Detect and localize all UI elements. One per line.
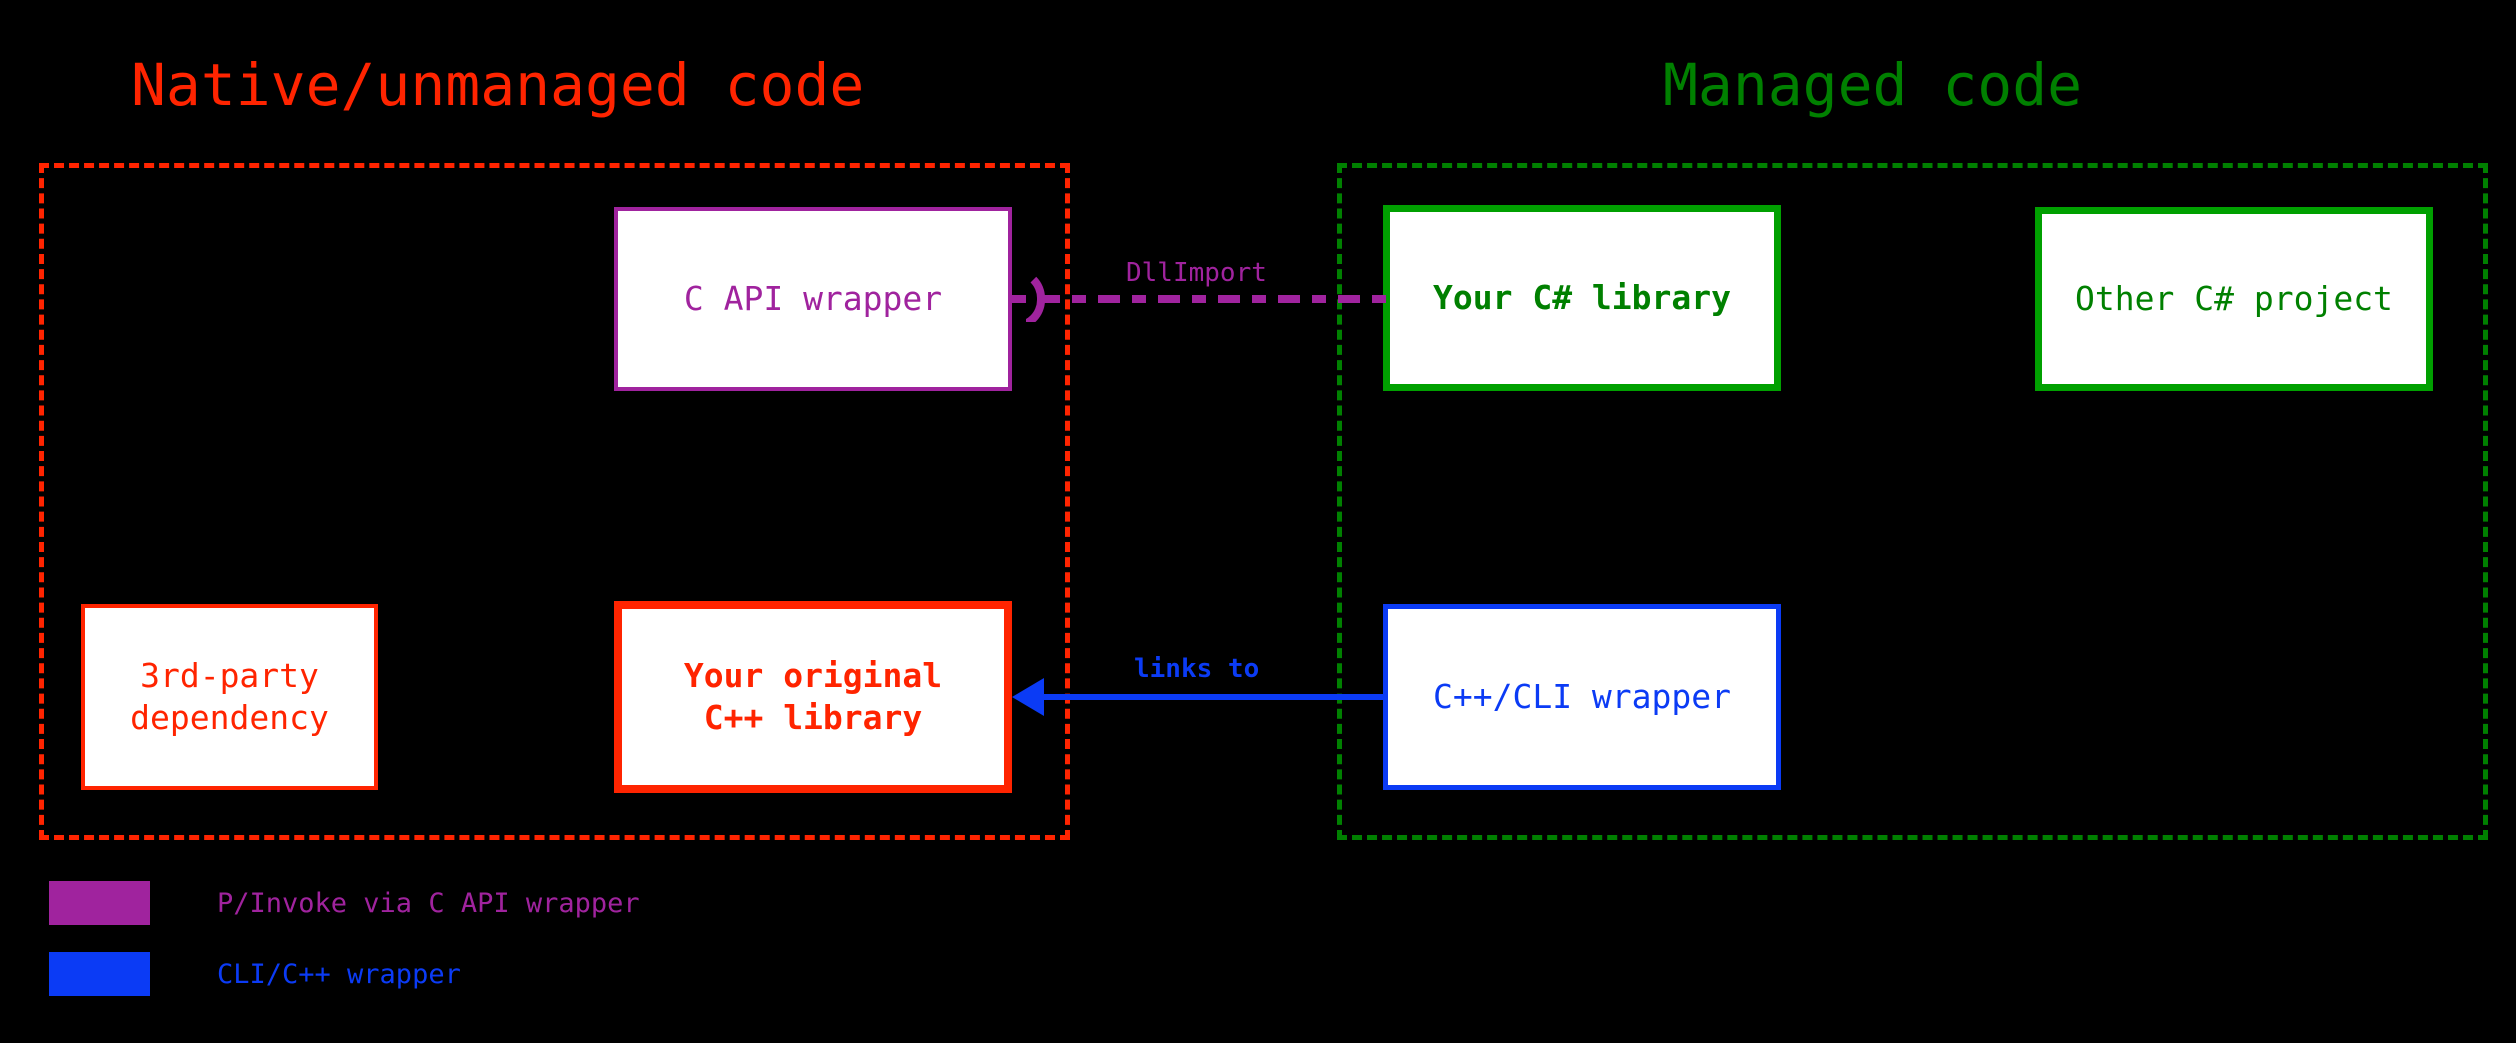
arrow-head-icon xyxy=(1012,678,1044,716)
legend-label-pinvoke: P/Invoke via C API wrapper xyxy=(217,887,640,919)
node-c-api-wrapper[interactable]: C API wrapper xyxy=(614,207,1012,391)
edge-dllimport-line xyxy=(1012,295,1387,303)
legend-item-pinvoke: P/Invoke via C API wrapper xyxy=(49,881,640,925)
region-native-unmanaged xyxy=(39,163,1070,840)
edge-label-dllimport: DllImport xyxy=(1126,258,1267,288)
legend-item-cli: CLI/C++ wrapper xyxy=(49,952,461,996)
edge-label-links-to: links to xyxy=(1134,654,1260,684)
section-title-managed: Managed code xyxy=(1663,51,2083,119)
node-your-csharp-library[interactable]: Your C# library xyxy=(1383,205,1781,391)
node-cpp-cli-wrapper[interactable]: C++/CLI wrapper xyxy=(1383,604,1781,790)
legend-swatch-pinvoke xyxy=(49,881,150,925)
node-third-party-dependency[interactable]: 3rd-party dependency xyxy=(81,604,378,790)
legend-label-cli: CLI/C++ wrapper xyxy=(217,958,461,990)
edge-links-to-line xyxy=(1040,694,1385,700)
legend-swatch-cli xyxy=(49,952,150,996)
region-managed xyxy=(1337,163,2488,840)
node-your-original-cpp-library[interactable]: Your original C++ library xyxy=(614,601,1012,793)
node-other-csharp-project[interactable]: Other C# project xyxy=(2035,207,2433,391)
section-title-native: Native/unmanaged code xyxy=(131,51,865,119)
